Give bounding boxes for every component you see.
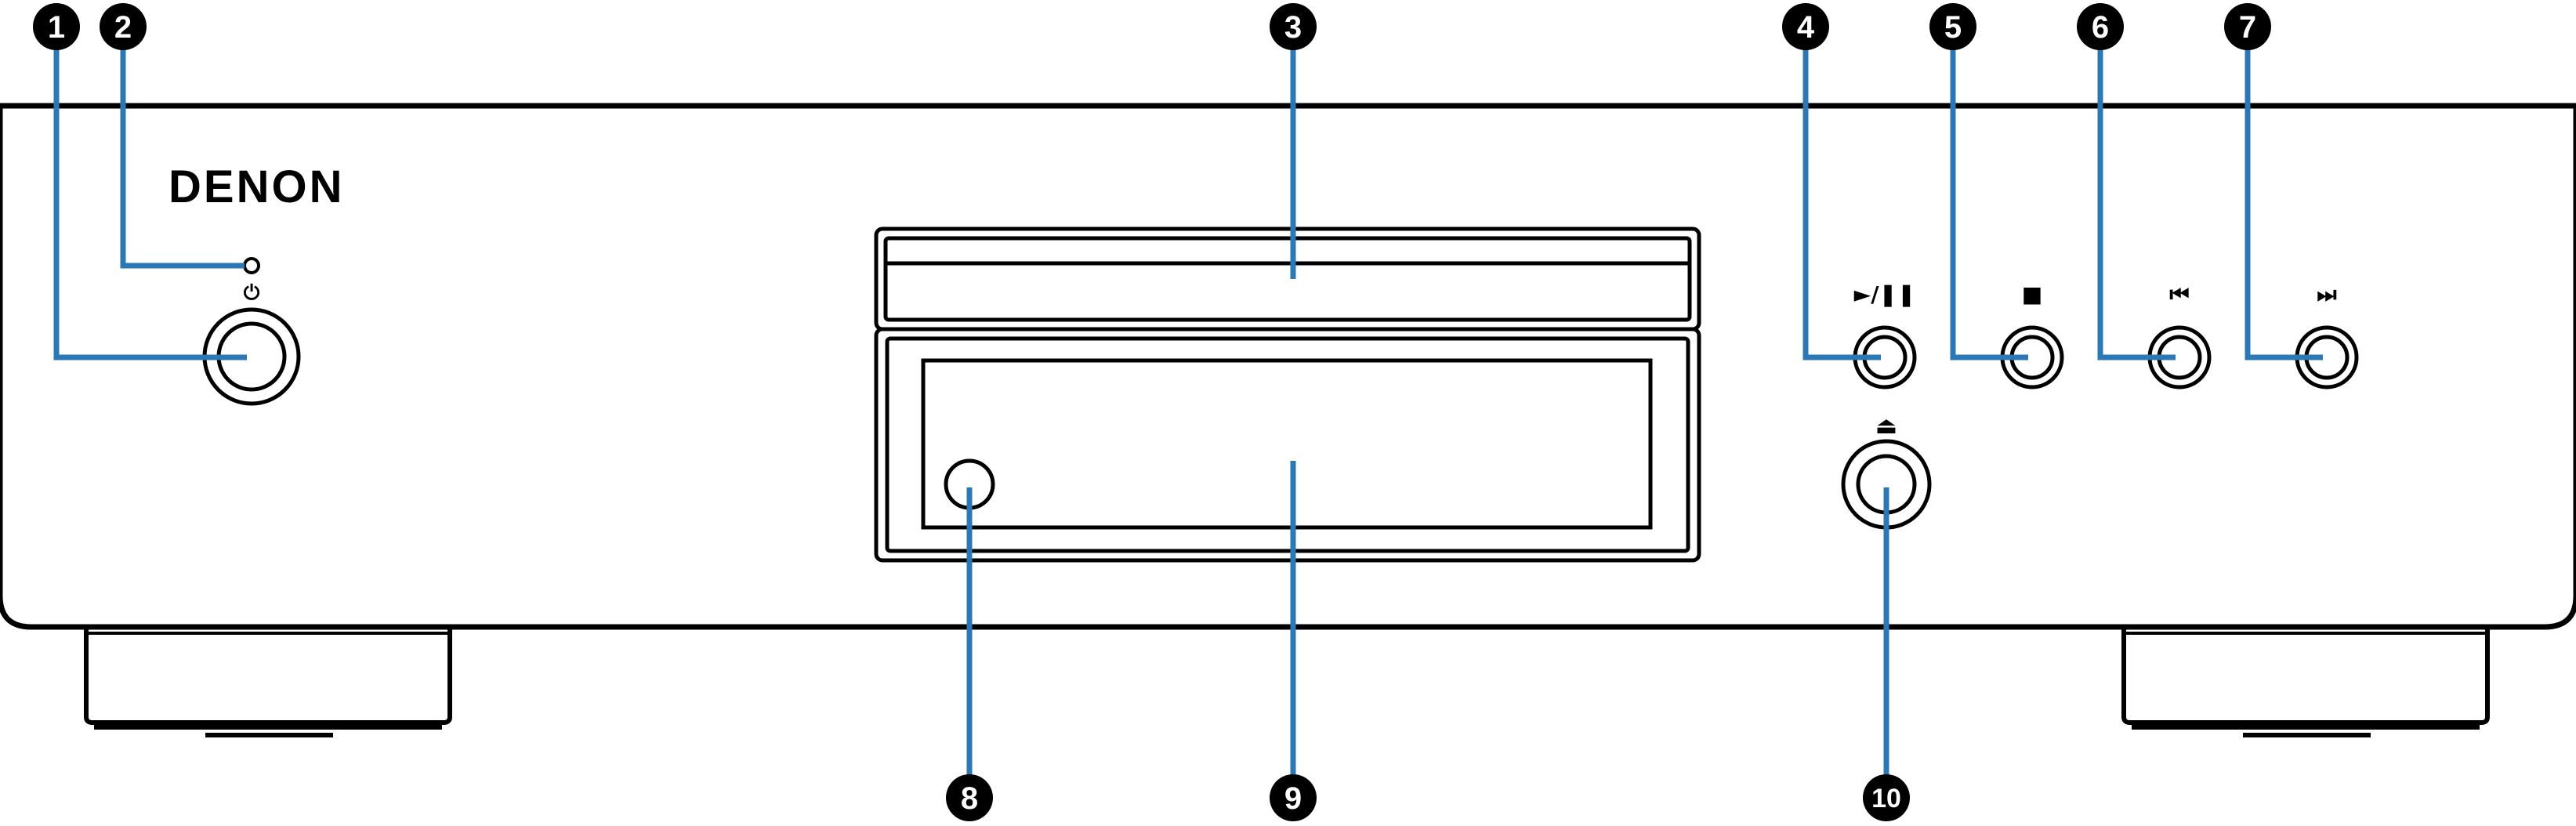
stop-icon: ■ xyxy=(2022,281,2042,307)
callout-6: 6 xyxy=(2077,3,2124,50)
leader-5 xyxy=(1950,27,2028,360)
svg-text:3: 3 xyxy=(1284,10,1302,45)
chassis xyxy=(0,103,2576,630)
left-foot xyxy=(84,627,452,737)
standby-indicator xyxy=(243,257,260,274)
eject-icon: ⏏ xyxy=(1875,412,1897,440)
leader-4 xyxy=(1802,27,1881,360)
callout-badges: 1 2 3 4 5 6 7 8 xyxy=(33,3,2271,821)
next-icon: ⏭ xyxy=(2317,281,2336,307)
svg-text:6: 6 xyxy=(2092,10,2109,45)
callout-10: 10 xyxy=(1863,774,1910,821)
callout-4: 4 xyxy=(1782,3,1829,50)
svg-text:9: 9 xyxy=(1284,781,1302,816)
leader-7 xyxy=(2244,27,2323,360)
svg-text:2: 2 xyxy=(114,10,132,45)
leader-1 xyxy=(53,27,247,360)
right-foot xyxy=(2121,627,2490,737)
callout-8: 8 xyxy=(946,774,993,821)
leader-2 xyxy=(120,27,245,269)
svg-text:7: 7 xyxy=(2239,10,2256,45)
callout-3: 3 xyxy=(1270,3,1317,50)
brand-logo: DENON xyxy=(168,161,344,212)
display-panel xyxy=(874,327,1701,563)
play-pause-icon: ►/❚❚ xyxy=(1854,281,1916,307)
chassis-outline xyxy=(0,103,2576,630)
callout-7: 7 xyxy=(2224,3,2271,50)
svg-text:4: 4 xyxy=(1797,10,1815,45)
leader-6 xyxy=(2097,27,2176,360)
callout-2: 2 xyxy=(100,3,147,50)
callout-9: 9 xyxy=(1270,774,1317,821)
leader-lines xyxy=(53,27,2323,796)
disc-tray xyxy=(874,226,1701,331)
svg-text:1: 1 xyxy=(48,10,65,45)
svg-text:8: 8 xyxy=(961,781,978,816)
callout-5: 5 xyxy=(1929,3,1976,50)
svg-text:10: 10 xyxy=(1871,784,1901,813)
svg-text:5: 5 xyxy=(1944,10,1962,45)
power-icon: ⏻ xyxy=(244,281,260,305)
previous-icon: ⏮ xyxy=(2169,281,2189,307)
callout-1: 1 xyxy=(33,3,80,50)
